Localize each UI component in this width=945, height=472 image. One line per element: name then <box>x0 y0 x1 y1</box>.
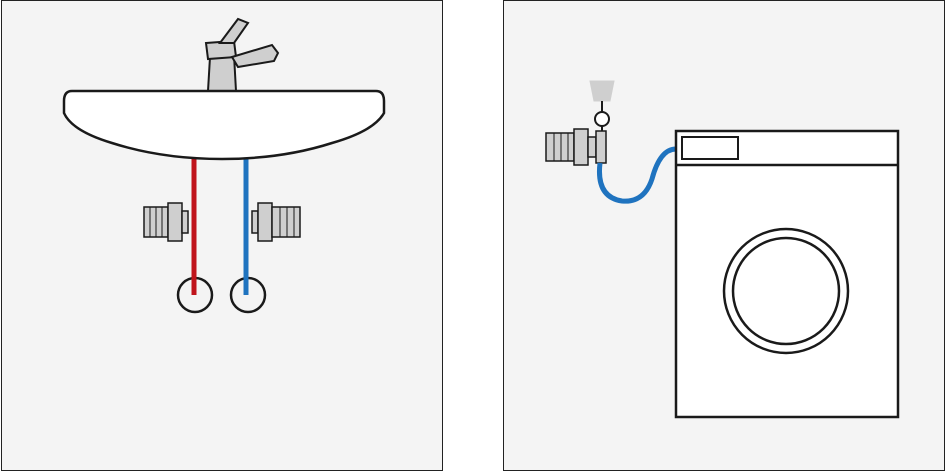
washer-panel <box>503 0 945 471</box>
door-inner <box>731 236 841 346</box>
wall-tap-icon <box>589 80 615 102</box>
washbasin <box>62 89 386 161</box>
angle-valve-hot <box>143 202 189 242</box>
control-panel <box>681 136 739 160</box>
sink-illustration <box>62 17 386 314</box>
faucet-icon <box>204 17 280 92</box>
washing-machine-icon <box>674 129 900 419</box>
valve-fitting-icon <box>545 128 607 166</box>
door-outer <box>722 227 850 355</box>
supply-hose <box>596 146 677 204</box>
washer-illustration <box>545 80 900 419</box>
sink-panel <box>1 0 443 471</box>
angle-valve-cold <box>251 202 301 242</box>
